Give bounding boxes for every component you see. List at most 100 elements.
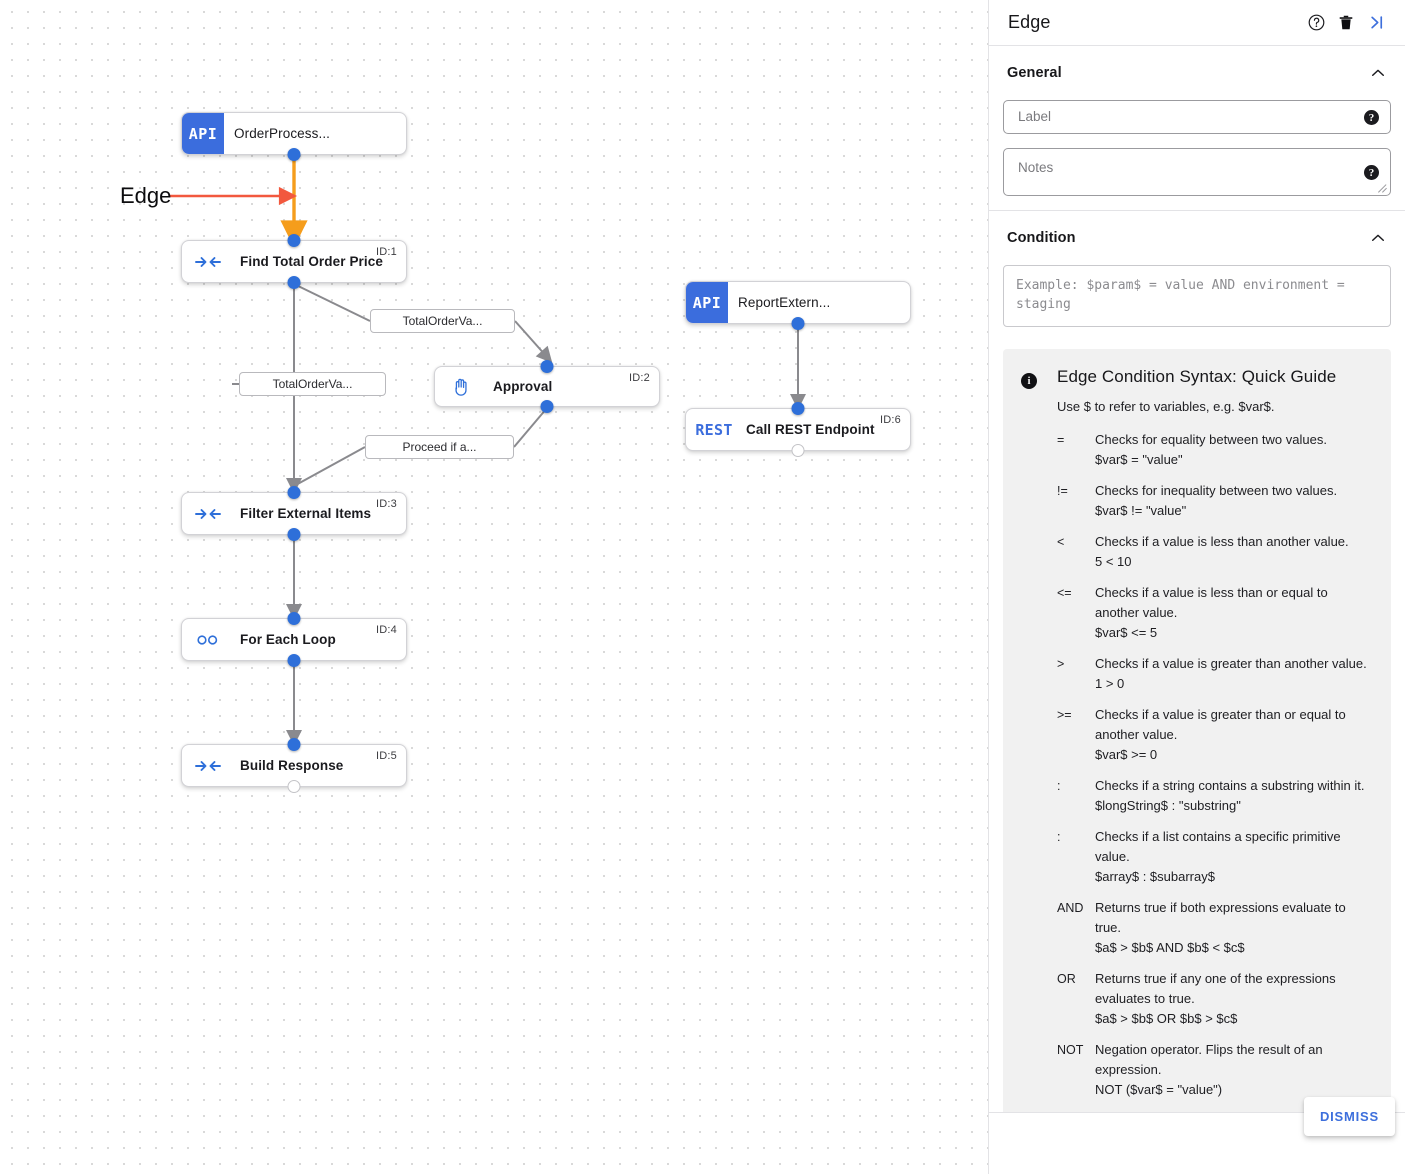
node-build-response[interactable]: Build Response ID:5 bbox=[181, 738, 407, 793]
node-filter-external-items[interactable]: Filter External Items ID:3 bbox=[181, 486, 407, 541]
node-id-badge: ID:4 bbox=[376, 624, 397, 636]
node-input-port[interactable] bbox=[791, 402, 805, 415]
infinity-loop-icon bbox=[186, 632, 230, 648]
dismiss-button[interactable]: DISMISS bbox=[1303, 1097, 1395, 1136]
operator-symbol: : bbox=[1057, 830, 1061, 844]
node-title: Call REST Endpoint bbox=[746, 422, 875, 437]
operator-symbol: > bbox=[1057, 657, 1065, 671]
node-id-badge: ID:6 bbox=[880, 414, 901, 426]
node-for-each-loop[interactable]: For Each Loop ID:4 bbox=[181, 612, 407, 667]
operator-example: $var$ != "value" bbox=[1095, 503, 1187, 518]
operator-example: 5 < 10 bbox=[1095, 554, 1132, 569]
section-title: Condition bbox=[1007, 230, 1076, 246]
operator-description: Returns true if any one of the expressio… bbox=[1095, 971, 1336, 1006]
node-call-rest-endpoint[interactable]: REST Call REST Endpoint ID:6 bbox=[685, 402, 911, 457]
node-output-port[interactable] bbox=[791, 444, 805, 457]
section-condition-header[interactable]: Condition bbox=[1003, 211, 1391, 265]
section-title: General bbox=[1007, 65, 1062, 81]
node-output-port[interactable] bbox=[287, 528, 301, 541]
condition-placeholder: Example: $param$ = value AND environment… bbox=[1016, 278, 1345, 312]
label-field[interactable]: Label ? bbox=[1003, 100, 1391, 134]
node-reportextern[interactable]: API ReportExtern... bbox=[685, 281, 911, 330]
node-input-port[interactable] bbox=[540, 360, 554, 373]
operator-symbol: >= bbox=[1057, 708, 1072, 722]
node-id-badge: ID:3 bbox=[376, 498, 397, 510]
operator-row: :Checks if a list contains a specific pr… bbox=[1057, 827, 1373, 887]
operator-row: OR Returns true if any one of the express… bbox=[1057, 969, 1373, 1029]
node-title: Filter External Items bbox=[240, 506, 372, 521]
operator-symbol: NOT bbox=[1057, 1043, 1084, 1057]
node-id-badge: ID:1 bbox=[376, 246, 397, 258]
rest-badge-icon: REST bbox=[695, 420, 733, 439]
node-input-port[interactable] bbox=[287, 738, 301, 751]
operator-row: <= Checks if a value is less than or equa… bbox=[1057, 583, 1373, 643]
operator-symbol: < bbox=[1057, 535, 1065, 549]
operator-symbol: <= bbox=[1057, 586, 1072, 600]
edge-connections bbox=[170, 155, 806, 746]
node-output-port[interactable] bbox=[540, 400, 554, 413]
node-output-port[interactable] bbox=[287, 780, 301, 793]
collapse-panel-icon[interactable] bbox=[1361, 8, 1391, 38]
edge-annotation-label: Edge bbox=[120, 183, 172, 208]
notes-field-placeholder: Notes bbox=[1018, 160, 1054, 175]
node-output-port[interactable] bbox=[791, 317, 805, 330]
condition-input[interactable]: Example: $param$ = value AND environment… bbox=[1003, 265, 1391, 327]
label-field-placeholder: Label bbox=[1018, 109, 1052, 124]
operator-description: Checks for equality between two values. bbox=[1095, 432, 1327, 447]
notes-field[interactable]: Notes ? bbox=[1003, 148, 1391, 196]
page-title: Edge bbox=[1008, 12, 1051, 32]
operator-row: >= Checks if a value is greater than or e… bbox=[1057, 705, 1373, 765]
edge-label[interactable]: Proceed if a... bbox=[365, 435, 514, 459]
node-title: Approval bbox=[493, 379, 553, 394]
panel-header: Edge bbox=[989, 0, 1405, 46]
section-general-header[interactable]: General bbox=[1003, 46, 1391, 100]
api-badge-icon: API bbox=[182, 113, 224, 154]
section-general: General Label ? Notes ? bbox=[989, 46, 1405, 196]
label-help-icon[interactable]: ? bbox=[1364, 110, 1379, 125]
operator-row: != Checks for inequality between two valu… bbox=[1057, 481, 1373, 521]
operator-example: NOT ($var$ = "value") bbox=[1095, 1082, 1223, 1097]
node-output-port[interactable] bbox=[287, 276, 301, 289]
operator-list: =Checks for equality between two values.… bbox=[1057, 430, 1373, 1100]
operator-description: Checks if a value is greater than or equ… bbox=[1095, 707, 1346, 742]
node-output-port[interactable] bbox=[287, 654, 301, 667]
panel-scroll-area[interactable]: General Label ? Notes ? bbox=[989, 46, 1405, 1112]
operator-symbol: != bbox=[1057, 484, 1068, 498]
node-approval[interactable]: Approval ID:2 bbox=[434, 360, 660, 413]
node-input-port[interactable] bbox=[287, 612, 301, 625]
node-output-port[interactable] bbox=[287, 148, 301, 161]
node-find-total-order-price[interactable]: Find Total Order Price ID:1 bbox=[181, 234, 407, 289]
operator-symbol: OR bbox=[1057, 972, 1076, 986]
node-input-port[interactable] bbox=[287, 234, 301, 247]
chevron-up-icon[interactable] bbox=[1369, 64, 1387, 82]
operator-description: Checks for inequality between two values… bbox=[1095, 483, 1338, 498]
node-input-port[interactable] bbox=[287, 486, 301, 499]
operator-description: Checks if a value is less than or equal … bbox=[1095, 585, 1328, 620]
notes-help-icon[interactable]: ? bbox=[1364, 165, 1379, 180]
operator-symbol: : bbox=[1057, 779, 1061, 793]
chevron-up-icon[interactable] bbox=[1369, 229, 1387, 247]
operator-example: $longString$ : "substring" bbox=[1095, 798, 1241, 813]
node-id-badge: ID:2 bbox=[629, 372, 650, 384]
api-badge-icon: API bbox=[686, 282, 728, 323]
node-orderprocess[interactable]: API OrderProcess... bbox=[181, 112, 407, 161]
guide-subtitle: Use $ to refer to variables, e.g. $var$. bbox=[1057, 399, 1275, 414]
help-circle-icon[interactable] bbox=[1301, 8, 1331, 38]
notes-resize-handle[interactable] bbox=[1377, 183, 1387, 193]
operator-description: Returns true if both expressions evaluat… bbox=[1095, 900, 1346, 935]
operator-row: =Checks for equality between two values.… bbox=[1057, 430, 1373, 470]
workflow-canvas[interactable]: Edge API OrderProcess... Find Total Orde… bbox=[0, 0, 988, 1174]
operator-row: NOT Negation operator. Flips the result o… bbox=[1057, 1040, 1373, 1100]
edge-condition-syntax-guide: i Edge Condition Syntax: Quick Guide Use… bbox=[1003, 349, 1391, 1112]
node-title: For Each Loop bbox=[240, 632, 336, 647]
operator-description: Negation operator. Flips the result of a… bbox=[1095, 1042, 1323, 1077]
operator-example: $var$ >= 0 bbox=[1095, 747, 1158, 762]
edge-label[interactable]: TotalOrderVa... bbox=[239, 372, 386, 396]
trash-icon[interactable] bbox=[1331, 8, 1361, 38]
converge-arrows-icon bbox=[186, 758, 230, 774]
converge-arrows-icon bbox=[186, 254, 230, 270]
edge-label[interactable]: TotalOrderVa... bbox=[370, 309, 515, 333]
node-title: Build Response bbox=[240, 758, 344, 773]
operator-example: 1 > 0 bbox=[1095, 676, 1125, 691]
